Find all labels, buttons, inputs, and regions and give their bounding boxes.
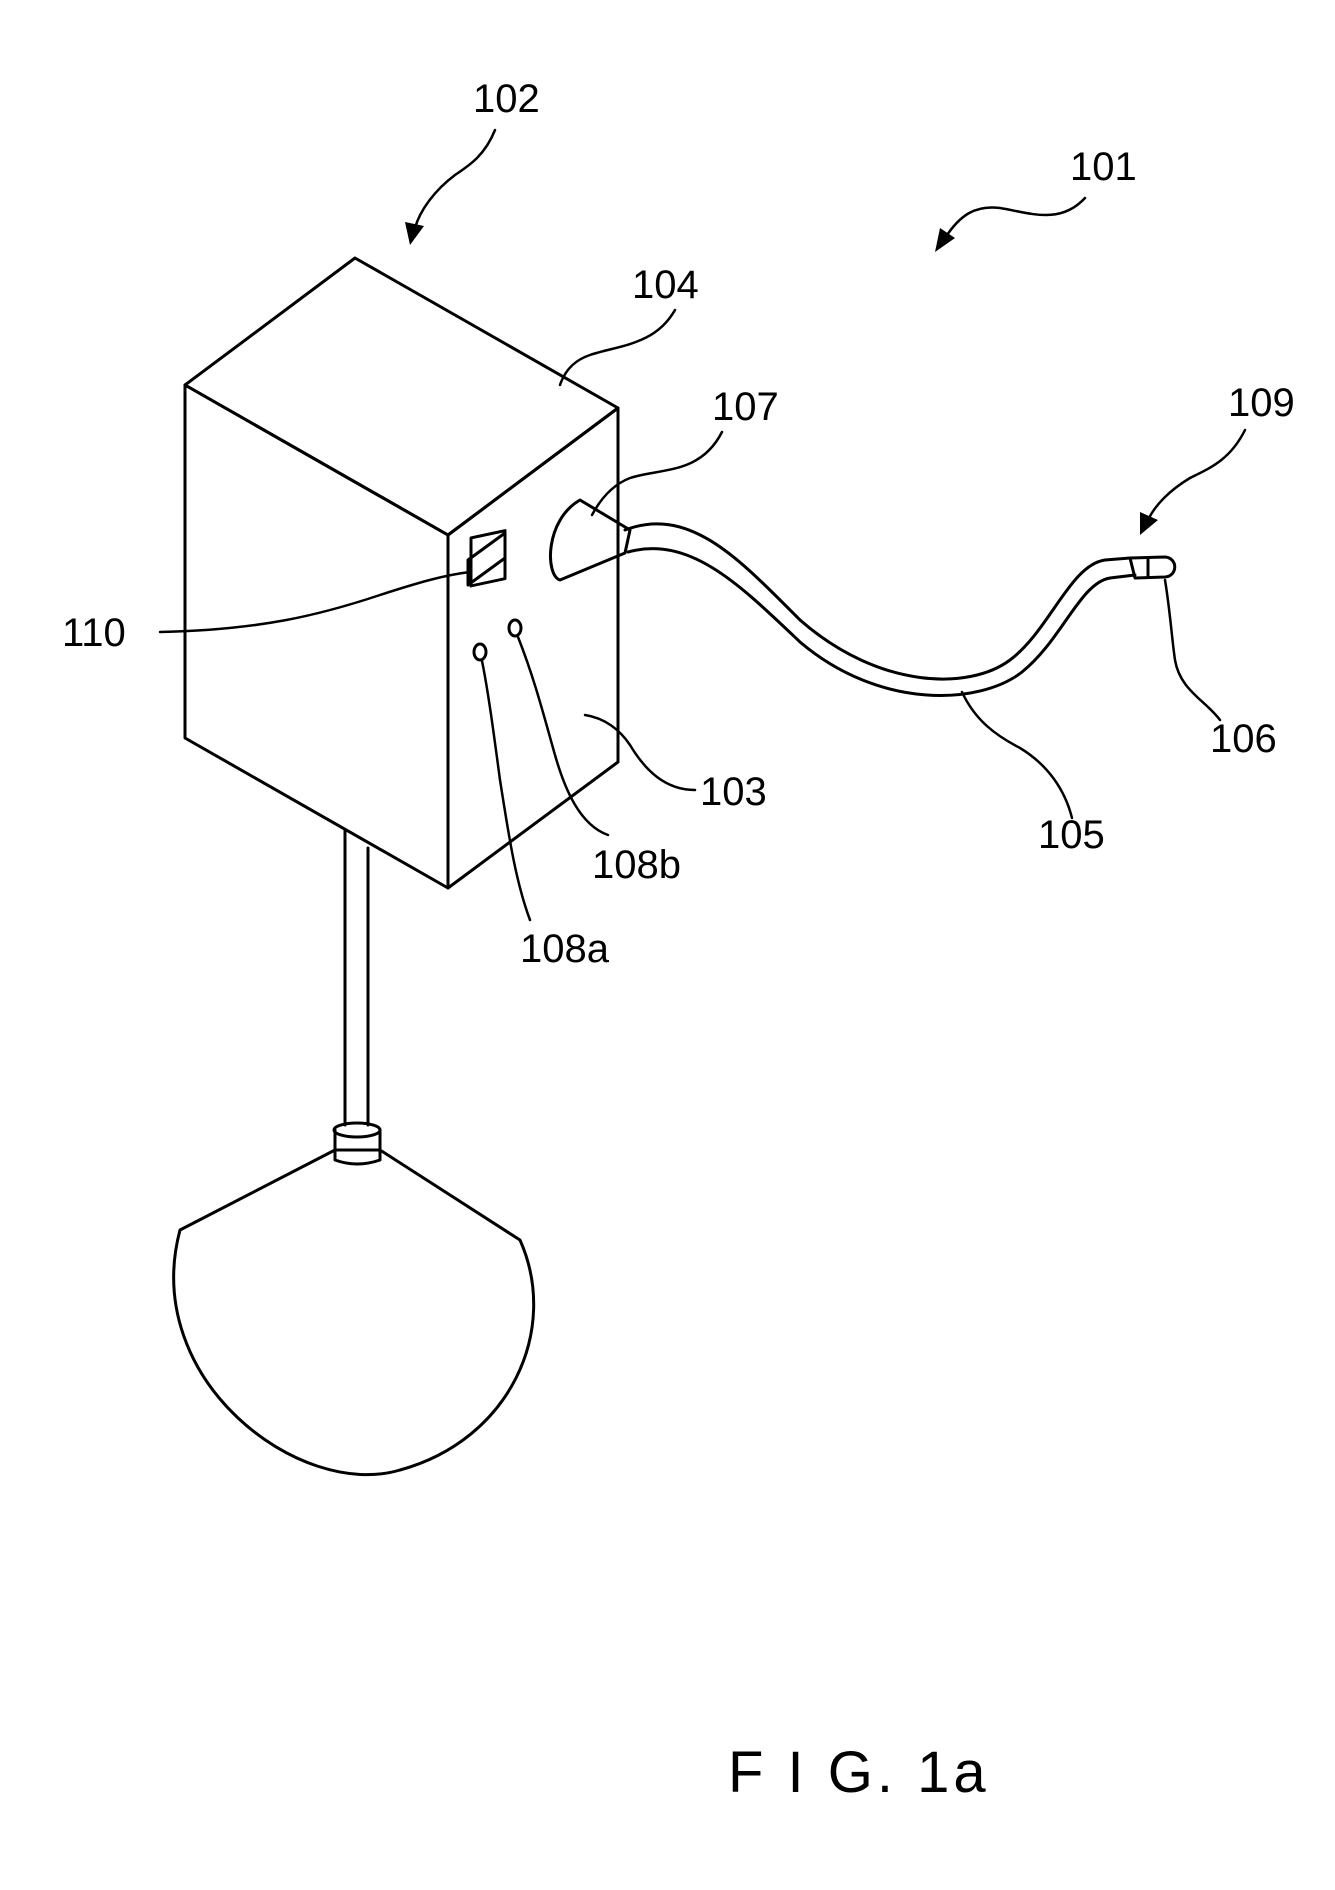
leader-106 [1165, 580, 1220, 720]
probe-tip [1130, 557, 1175, 578]
leader-105 [962, 692, 1072, 818]
leader-110 [160, 572, 470, 632]
stand-pole [345, 830, 368, 1125]
knob-108b [509, 620, 521, 636]
stand-base [174, 1150, 534, 1475]
label-109: 109 [1228, 381, 1295, 425]
leader-109 [1140, 430, 1245, 535]
leader-101 [935, 198, 1085, 252]
label-105: 105 [1038, 813, 1105, 857]
label-104: 104 [632, 263, 699, 307]
label-102: 102 [473, 77, 540, 121]
label-106: 106 [1210, 717, 1277, 761]
label-103: 103 [700, 770, 767, 814]
leader-107 [592, 432, 722, 515]
label-110: 110 [62, 611, 126, 655]
stand-collar [334, 1123, 380, 1164]
label-108b: 108b [592, 843, 681, 887]
display-window [468, 531, 505, 586]
label-101: 101 [1070, 145, 1137, 189]
leader-102 [405, 130, 495, 245]
knob-108a [474, 644, 486, 660]
label-108a: 108a [520, 927, 610, 971]
leader-103 [585, 715, 695, 790]
leader-108b [518, 637, 608, 835]
cable [625, 524, 1135, 696]
leader-104 [560, 310, 675, 385]
figure-caption: F I G. 1a [728, 1740, 990, 1805]
label-107: 107 [712, 385, 779, 429]
leader-108a [482, 661, 530, 920]
